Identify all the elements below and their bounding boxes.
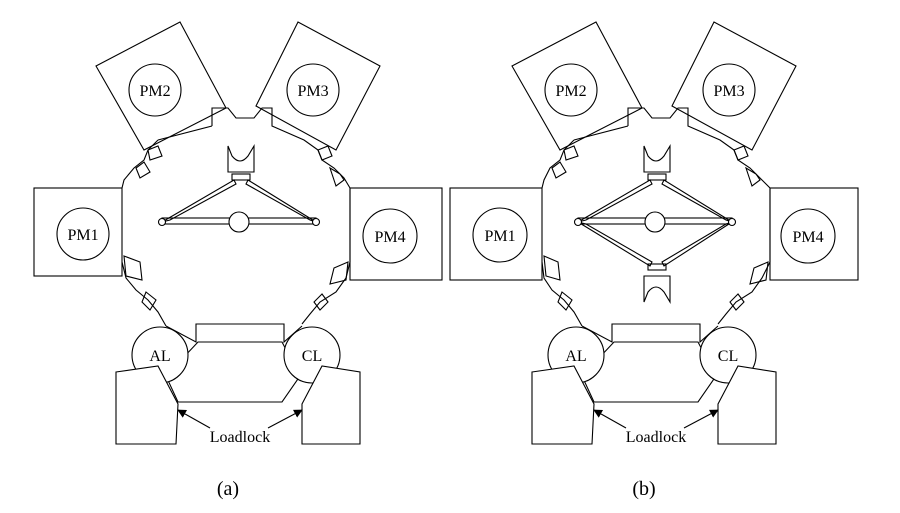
caption-b: (b) [632,478,655,500]
robot-hub [644,211,666,233]
loadlock-arrow-right [683,409,719,429]
loadlock-cluster-b: AL CL Loadlock [531,323,777,446]
robot-hub [228,211,250,233]
tool-diagram-b: PM2 PM3 PM1 PM4 AL CL [449,21,859,500]
loadlock-arrow-left [177,409,211,429]
loadlock-cluster-a: AL CL Loadlock [115,323,361,446]
right-elbow [311,217,321,227]
cl-label: CL [302,348,322,365]
end-effector [227,144,255,173]
slit-valve-pm1 [123,255,157,311]
pm1-wafer-circle [56,207,110,261]
pm1-label: PM1 [484,228,515,245]
pm4-label: PM4 [374,229,405,246]
wrist-joint [231,173,251,181]
pm2-label: PM2 [139,83,170,100]
pm4-label: PM4 [792,229,823,246]
pm2-wafer-circle [128,63,182,117]
end-effector-bottom [643,275,671,304]
tool-diagram-a: PM2 PM3 PM1 PM4 [33,21,443,500]
al-label: AL [149,348,170,365]
slit-valve-pm4 [313,261,349,311]
robot-dual-arm [573,144,737,304]
pm3-module: PM3 [671,21,797,151]
end-effector-top [643,144,671,173]
pm4-module: PM4 [769,187,859,281]
cl-label: CL [718,348,738,365]
pm3-wafer-circle [286,63,340,117]
loadlock-arrow-left [593,409,627,429]
pm2-label: PM2 [555,83,586,100]
pm2-module: PM2 [95,21,227,151]
pm3-label: PM3 [297,83,328,100]
cl-chamber [301,365,361,445]
al-label: AL [565,348,586,365]
pm1-module: PM1 [449,187,543,281]
pm4-module: PM4 [349,187,443,281]
pm1-label: PM1 [67,227,98,244]
pm1-module: PM1 [33,187,123,277]
robot-single-arm [157,144,321,233]
pm4-wafer-circle [362,208,418,264]
left-elbow [157,217,167,227]
loadlock-label: Loadlock [210,429,270,446]
loadlock-label: Loadlock [626,429,686,446]
pm3-label: PM3 [713,83,744,100]
pm2-module: PM2 [511,21,643,151]
loadlock-arrow-right [267,409,303,429]
slit-valve-pm3 [317,145,345,187]
al-chamber [115,365,179,445]
slit-valve-pm2 [135,145,163,179]
caption-a: (a) [217,478,239,500]
pm3-module: PM3 [255,21,381,151]
